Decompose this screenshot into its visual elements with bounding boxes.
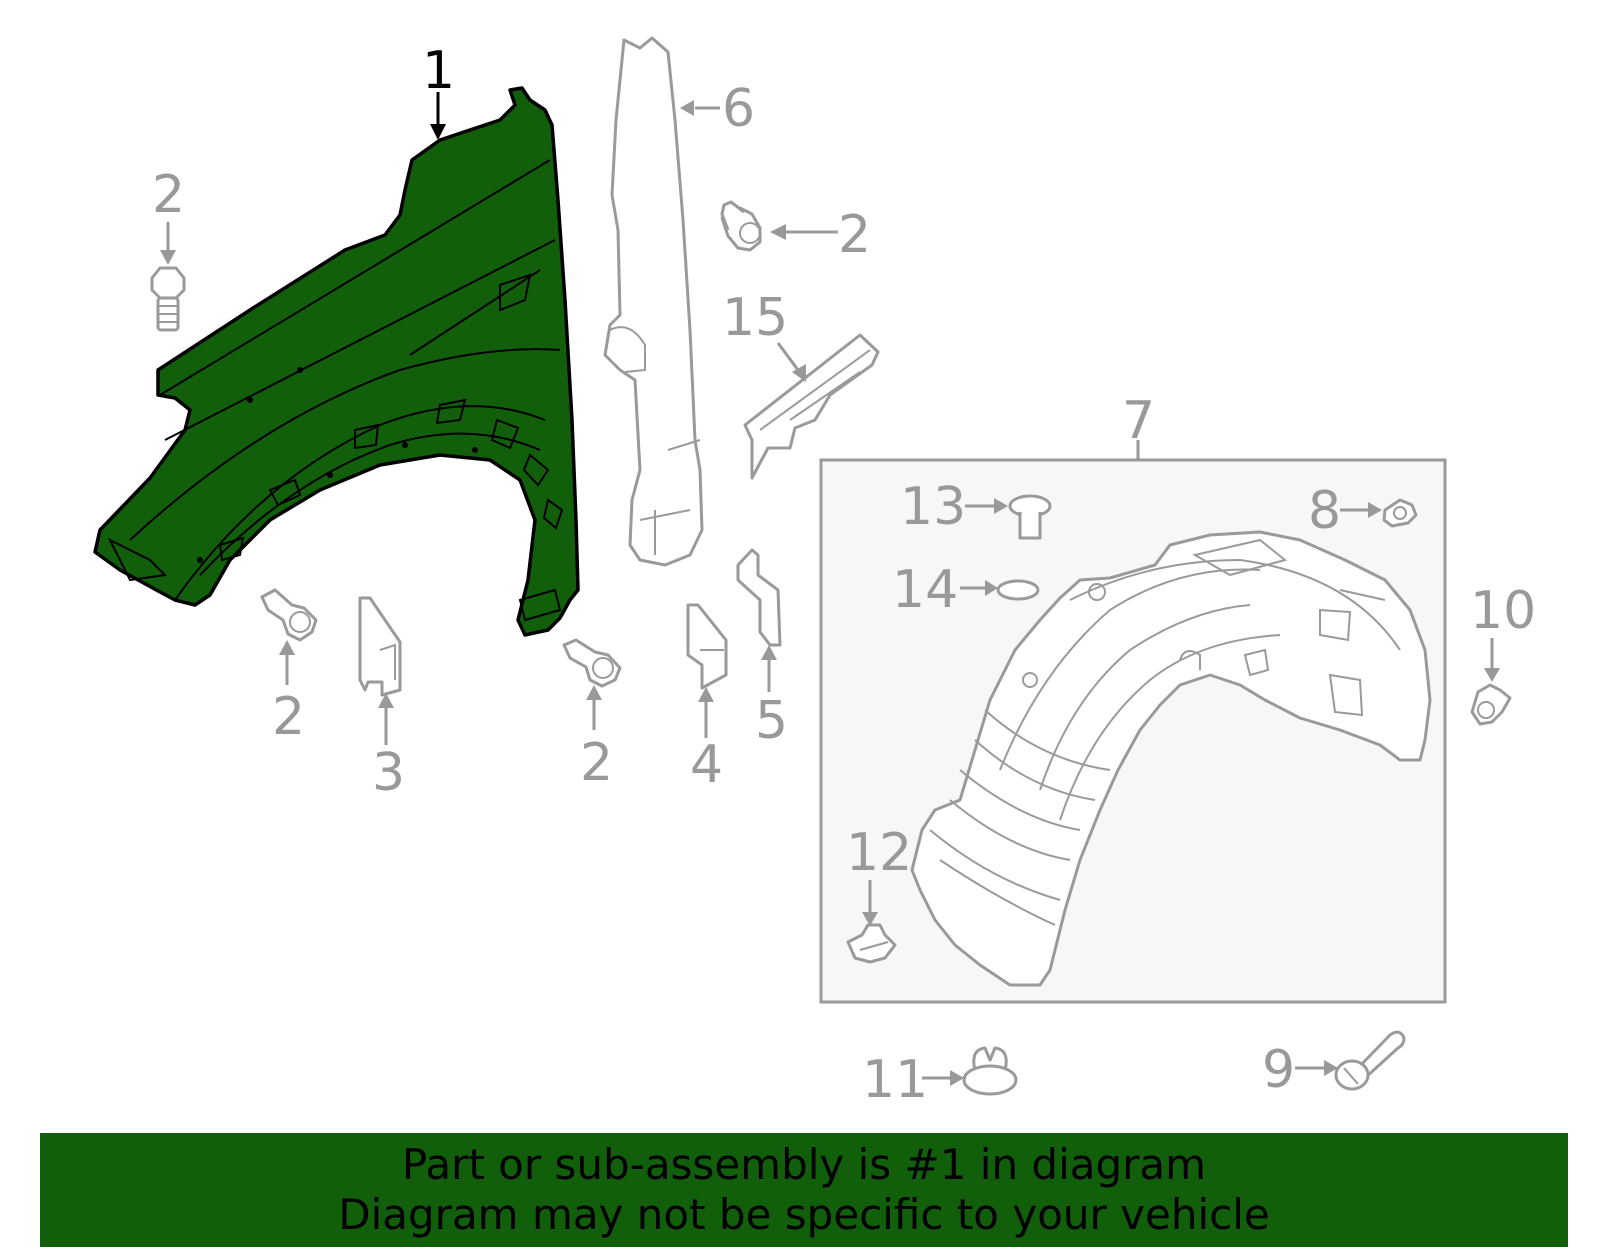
clip-part-10[interactable] [1470,683,1512,726]
callout-2-bottom-left: 2 [272,687,305,747]
callout-8: 8 [1308,481,1341,541]
liner-part-7[interactable] [910,530,1432,987]
callout-2-top-right: 2 [838,205,871,265]
nut-part-8[interactable] [1382,498,1418,528]
screw-part-9[interactable] [1334,1030,1406,1091]
callout-1: 1 [422,41,455,101]
bracket-part-15[interactable] [743,333,880,480]
callout-3: 3 [372,743,405,803]
banner-line-2: Diagram may not be specific to your vehi… [338,1190,1270,1239]
callout-5: 5 [755,691,788,751]
info-banner: Part or sub-assembly is #1 in diagram Di… [40,1133,1568,1247]
callout-13: 13 [900,477,966,537]
callout-2-bottom-mid: 2 [580,733,613,793]
callout-11: 11 [862,1050,928,1110]
bracket-part-3[interactable] [358,596,402,697]
bolt-2-bottom-mid[interactable] [562,638,622,688]
callout-6: 6 [722,79,755,139]
brace-part-6[interactable] [603,36,704,567]
fender-part-1[interactable] [93,86,580,637]
clip-part-11[interactable] [962,1046,1018,1096]
callout-2-left: 2 [152,165,185,225]
callout-9: 9 [1262,1040,1295,1100]
bracket-part-4[interactable] [686,603,728,690]
bracket-part-5[interactable] [736,548,782,647]
callout-15: 15 [722,288,788,348]
callout-7: 7 [1122,391,1155,451]
callout-14: 14 [892,560,958,620]
bolt-2-left[interactable] [150,266,186,332]
bolt-2-bottom-left[interactable] [260,588,318,642]
washer-part-14[interactable] [996,579,1040,601]
banner-line-1: Part or sub-assembly is #1 in diagram [401,1140,1207,1189]
callout-4: 4 [690,735,723,795]
callout-12: 12 [846,823,912,883]
clip-part-12[interactable] [846,923,897,964]
pin-part-13[interactable] [1008,494,1052,540]
callout-10: 10 [1470,581,1536,641]
bolt-2-top-right[interactable] [720,200,762,252]
